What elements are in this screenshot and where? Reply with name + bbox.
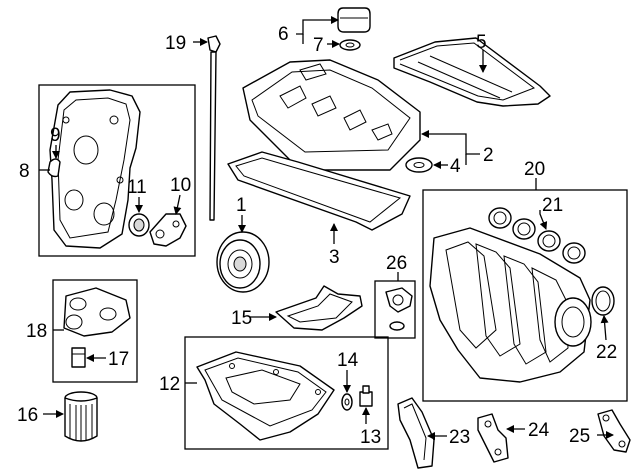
callout-14: 14	[337, 350, 359, 371]
drain-plug	[359, 385, 373, 407]
callout-9: 9	[50, 125, 61, 146]
callout-20: 20	[524, 159, 545, 180]
callout-18: 18	[26, 321, 47, 342]
callout-15: 15	[231, 308, 252, 329]
support-stay	[477, 413, 509, 463]
callout-22: 22	[596, 342, 617, 363]
callout-24: 24	[528, 420, 550, 441]
crankshaft-pulley	[216, 231, 270, 293]
chain-tensioner	[149, 213, 187, 247]
timing-chain-cover	[49, 89, 141, 249]
oil-filler-cap	[337, 7, 371, 33]
oil-filter-housing	[63, 287, 131, 337]
callout-1: 1	[236, 195, 247, 216]
callout-5: 5	[476, 32, 487, 53]
oil-pan	[196, 351, 335, 441]
callout-11: 11	[127, 177, 147, 198]
intake-manifold	[429, 227, 592, 383]
cover-washer	[405, 157, 433, 173]
dipstick	[207, 35, 221, 221]
oil-baffle-plate	[275, 285, 363, 331]
crank-oil-seal	[128, 213, 150, 237]
cap-seal-ring	[339, 39, 361, 51]
callout-21: 21	[542, 195, 563, 216]
valve-cover-gasket	[227, 151, 411, 231]
callout-13: 13	[360, 427, 381, 448]
callout-16: 16	[17, 405, 38, 426]
cover-small-seal	[47, 158, 61, 178]
callout-labels: 19 6 7 5 2 4 3 1 8 9 11 10 18 17 16 15 1…	[17, 24, 617, 448]
callout-2: 2	[483, 145, 494, 166]
filter-housing-group-box	[52, 279, 138, 383]
oil-pan-group-box	[184, 336, 389, 450]
callout-17: 17	[108, 349, 129, 370]
sensor-group-box	[374, 280, 416, 339]
callout-8: 8	[19, 161, 30, 182]
intake-manifold-group-box	[422, 189, 628, 402]
housing-plug	[71, 347, 86, 368]
throttle-body-gasket	[591, 286, 615, 316]
drain-washer	[341, 393, 353, 411]
manifold-bracket	[397, 397, 435, 469]
callout-19: 19	[165, 33, 186, 54]
leader-lines	[39, 16, 614, 440]
callout-25: 25	[569, 426, 590, 447]
callout-6: 6	[278, 24, 289, 45]
callout-12: 12	[159, 374, 180, 395]
oil-filter	[64, 391, 98, 442]
callout-23: 23	[449, 427, 470, 448]
callout-4: 4	[450, 156, 461, 177]
engine-cover	[393, 37, 551, 107]
callout-26: 26	[386, 253, 407, 274]
manifold-gaskets	[488, 207, 586, 264]
callout-7: 7	[313, 35, 324, 56]
callout-10: 10	[170, 175, 191, 196]
callout-3: 3	[329, 247, 340, 268]
mounting-plate	[597, 409, 631, 453]
pressure-sensor	[385, 287, 413, 331]
valve-cover	[242, 59, 421, 171]
